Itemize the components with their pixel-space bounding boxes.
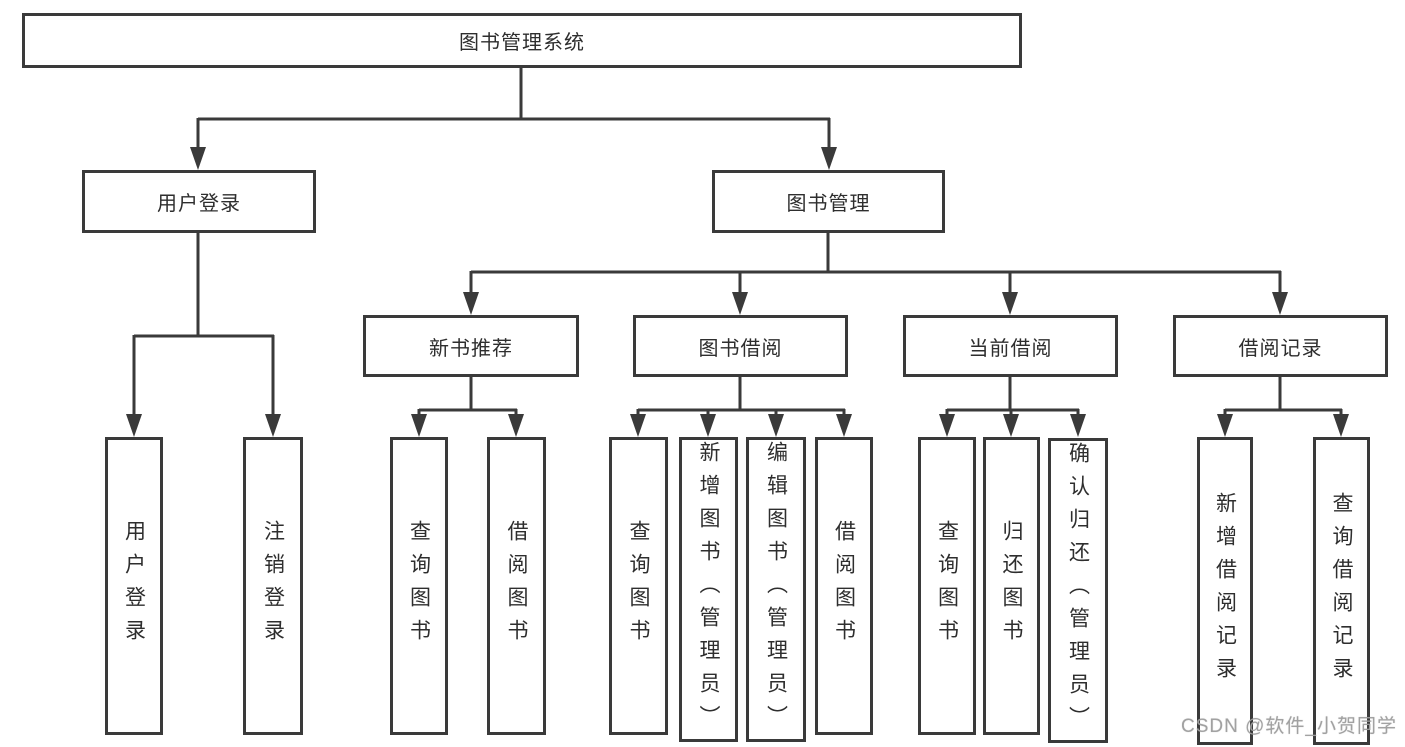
- node-book-borrowing: 图书借阅: [633, 315, 848, 377]
- node-label: 查询借阅记录: [1330, 492, 1353, 690]
- leaf-query-books-current: 查询图书: [918, 437, 976, 735]
- leaf-confirm-return-admin: 确认归还（管理员）: [1048, 438, 1108, 743]
- leaf-user-login: 用户登录: [105, 437, 163, 735]
- leaf-return-books: 归还图书: [983, 437, 1040, 735]
- node-label: 新书推荐: [429, 337, 513, 360]
- leaf-edit-books-admin: 编辑图书（管理员）: [746, 437, 806, 742]
- connector-bookmgmt-to-level3: [469, 233, 1282, 298]
- connector-newbook-to-leaves: [417, 377, 518, 420]
- node-label: 用户登录: [157, 193, 241, 215]
- node-label: 确认归还（管理员）: [1066, 442, 1090, 739]
- leaf-add-books-admin: 新增图书（管理员）: [679, 437, 738, 742]
- node-system-root: 图书管理系统: [22, 13, 1022, 68]
- connector-record-to-leaves: [1223, 377, 1343, 420]
- leaf-logout: 注销登录: [243, 437, 303, 735]
- node-user-login: 用户登录: [82, 170, 316, 233]
- connector-login-to-leaves: [132, 233, 275, 418]
- node-label: 新增借阅记录: [1213, 492, 1237, 690]
- node-label: 图书管理: [786, 193, 871, 215]
- node-borrowing-records: 借阅记录: [1173, 315, 1388, 377]
- node-label: 注销登录: [261, 520, 285, 652]
- node-label: 查询图书: [407, 520, 431, 652]
- node-label: 归还图书: [1000, 520, 1023, 652]
- node-book-management: 图书管理: [712, 170, 945, 233]
- node-label: 图书借阅: [698, 337, 783, 360]
- node-label: 借阅图书: [832, 520, 856, 652]
- node-label: 借阅图书: [505, 520, 528, 652]
- node-label: 图书管理系统: [459, 32, 585, 54]
- leaf-add-borrow-record: 新增借阅记录: [1197, 437, 1253, 745]
- node-new-book-recommend: 新书推荐: [363, 315, 579, 377]
- connector-root-to-level2: [196, 68, 831, 150]
- leaf-borrow-books: 借阅图书: [815, 437, 873, 735]
- node-label: 用户登录: [122, 520, 146, 652]
- leaf-query-books-borrowing: 查询图书: [609, 437, 668, 735]
- node-label: 查询图书: [627, 520, 650, 652]
- csdn-watermark: CSDN @软件_小贺同学: [1181, 716, 1397, 737]
- leaf-borrow-books-recommend: 借阅图书: [487, 437, 546, 735]
- leaf-query-borrow-record: 查询借阅记录: [1313, 437, 1370, 745]
- arrowheads: [126, 147, 1349, 437]
- node-label: 新增图书（管理员）: [697, 441, 720, 738]
- connector-current-to-leaves: [945, 377, 1080, 420]
- node-label: 借阅记录: [1238, 337, 1323, 360]
- node-current-borrowing: 当前借阅: [903, 315, 1118, 377]
- node-label: 当前借阅: [968, 337, 1053, 360]
- node-label: 编辑图书（管理员）: [764, 441, 788, 738]
- leaf-query-books-recommend: 查询图书: [390, 437, 448, 735]
- node-label: 查询图书: [935, 520, 959, 652]
- connector-borrow-to-leaves: [636, 377, 846, 420]
